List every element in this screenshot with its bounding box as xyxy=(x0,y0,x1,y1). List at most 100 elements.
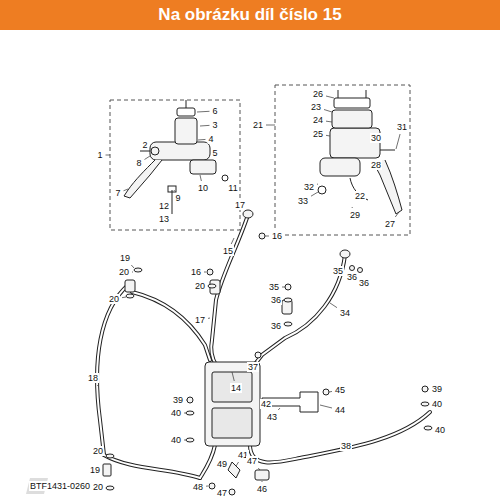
callout-number: 44 xyxy=(334,405,346,415)
leader-line xyxy=(198,139,205,141)
leader-line xyxy=(174,190,176,191)
leader-line xyxy=(428,389,430,390)
leader-line xyxy=(197,111,209,113)
callout-number: 49 xyxy=(216,459,228,469)
callout-number: 48 xyxy=(192,482,204,492)
callout-number: 39 xyxy=(431,384,443,394)
callout-number: 12 xyxy=(158,201,170,211)
callout-number: 28 xyxy=(370,160,382,170)
leader-line xyxy=(311,192,318,196)
leader-line xyxy=(329,391,332,393)
callout-number: 37 xyxy=(247,362,259,372)
callout-number: 20 xyxy=(92,482,104,492)
callout-number: 35 xyxy=(268,282,280,292)
callout-number: 32 xyxy=(303,182,315,192)
callout-number: 36 xyxy=(270,295,282,305)
leader-line xyxy=(324,110,332,112)
leader-line xyxy=(151,149,152,150)
callout-number: 24 xyxy=(312,115,324,125)
callout-number: 45 xyxy=(334,385,346,395)
leader-line xyxy=(317,184,319,185)
callout-number: 7 xyxy=(114,188,121,198)
callout-number: 9 xyxy=(174,193,181,203)
callout-number: 39 xyxy=(172,395,184,405)
callout-number: 15 xyxy=(222,246,234,256)
leader-line xyxy=(124,189,128,191)
drawing-code: BTF1431-0260 xyxy=(29,481,91,491)
callout-number: 19 xyxy=(89,465,101,475)
leader-line xyxy=(132,272,134,273)
callout-number: 5 xyxy=(211,148,218,158)
leader-line xyxy=(232,372,234,381)
callout-number: 17 xyxy=(234,200,246,210)
callout-number: 26 xyxy=(312,89,324,99)
callout-number: 27 xyxy=(384,219,396,229)
leader-line xyxy=(122,297,126,299)
leader-line xyxy=(262,481,263,482)
callout-number: 46 xyxy=(256,484,268,494)
callout-number: 16 xyxy=(271,231,283,241)
callout-number: 30 xyxy=(370,133,382,143)
callout-number: 35 xyxy=(332,266,344,276)
callout-number: 6 xyxy=(211,106,218,116)
callout-number: 8 xyxy=(135,158,142,168)
callout-number: 36 xyxy=(270,321,282,331)
callout-number: 47 xyxy=(246,456,258,466)
callout-number: 14 xyxy=(230,383,242,393)
callout-number: 21 xyxy=(252,120,264,130)
callout-number: 20 xyxy=(108,294,120,304)
callout-number: 33 xyxy=(297,196,309,206)
leader-line xyxy=(231,238,234,244)
callout-number: 13 xyxy=(158,214,170,224)
callout-number: 2 xyxy=(141,140,148,150)
callout-number: 40 xyxy=(431,399,443,409)
callout-number: 11 xyxy=(227,183,238,193)
leader-line xyxy=(97,385,99,386)
leader-line xyxy=(320,405,332,408)
leader-line xyxy=(278,408,280,410)
callout-number: 36 xyxy=(346,272,358,282)
callout-number: 23 xyxy=(310,102,322,112)
callout-number: 17 xyxy=(194,315,206,325)
leader-line xyxy=(106,155,110,156)
leader-line xyxy=(395,212,399,217)
leader-line xyxy=(265,236,269,237)
leader-line xyxy=(184,413,186,414)
callout-number: 18 xyxy=(87,373,99,383)
callout-number: 34 xyxy=(339,308,351,318)
leader-line xyxy=(186,400,188,401)
callout-number: 3 xyxy=(211,120,218,130)
leader-line xyxy=(131,265,134,268)
leader-line xyxy=(208,318,210,319)
leader-line xyxy=(200,175,201,181)
callout-number: 4 xyxy=(207,134,214,144)
callout-number: 20 xyxy=(92,446,104,456)
callout-number: 10 xyxy=(197,183,209,193)
callout-number: 36 xyxy=(358,278,370,288)
leader-line xyxy=(236,462,239,466)
callout-number: 42 xyxy=(260,399,272,409)
leader-line xyxy=(184,440,186,441)
callout-number: 20 xyxy=(194,281,206,291)
leader-line xyxy=(258,468,260,470)
leader-line xyxy=(282,287,285,288)
leader-line xyxy=(396,134,400,149)
leader-line xyxy=(204,272,206,273)
leader-line xyxy=(266,125,275,126)
callout-number: 16 xyxy=(190,267,202,277)
callout-number: 38 xyxy=(340,441,352,451)
callout-number: 40 xyxy=(170,435,182,445)
title-banner: Na obrázku díl číslo 15 xyxy=(0,0,500,30)
callout-number: 31 xyxy=(396,122,408,132)
leader-line xyxy=(326,135,330,137)
callout-number: 47 xyxy=(216,488,228,498)
leader-line xyxy=(326,121,332,123)
leader-line xyxy=(145,156,150,159)
callout-number: 40 xyxy=(434,425,446,435)
callout-number: 20 xyxy=(118,267,130,277)
callout-number: 40 xyxy=(170,408,182,418)
leader-line xyxy=(326,96,334,98)
leader-line xyxy=(352,207,353,208)
